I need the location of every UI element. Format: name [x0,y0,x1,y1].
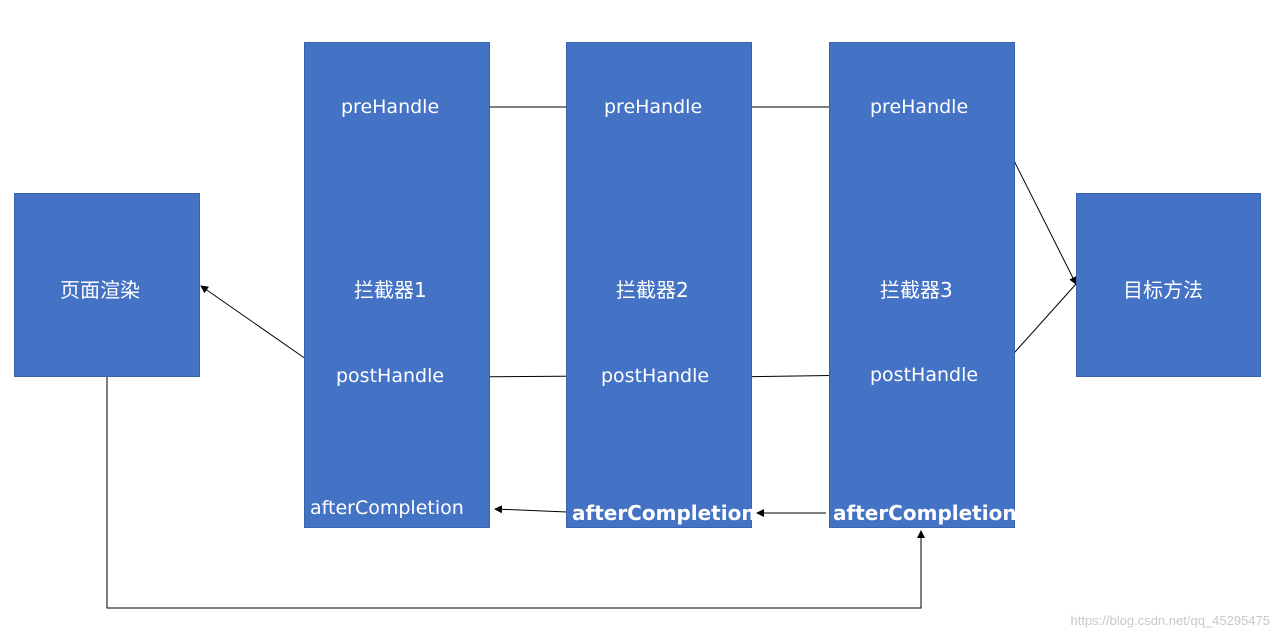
interceptor1-label: 拦截器1 [354,278,427,302]
render-box [14,193,200,377]
interceptor2-label: 拦截器2 [616,278,689,302]
target-label: 目标方法 [1123,278,1203,302]
interceptor2-box [566,42,752,528]
interceptor2-aftercompletion: afterCompletion [572,501,756,525]
interceptor2-posthandle: postHandle [601,365,710,387]
watermark: https://blog.csdn.net/qq_45295475 [1070,613,1271,628]
interceptor1-posthandle: postHandle [336,365,445,387]
interceptor3-prehandle: preHandle [870,96,969,118]
target-box [1076,193,1261,377]
interceptor1-box [304,42,490,528]
interceptor3-box [829,42,1015,528]
interceptor1-prehandle: preHandle [341,96,440,118]
arrow-after2-to-after1 [494,505,568,514]
interceptor3-aftercompletion: afterCompletion [833,501,1017,525]
interceptor3-posthandle: postHandle [870,364,979,386]
interceptor1-aftercompletion: afterCompletion [310,497,464,519]
render-label: 页面渲染 [60,278,140,302]
interceptor3-label: 拦截器3 [880,278,953,302]
interceptor2-prehandle: preHandle [604,96,703,118]
arrow-render-to-after3 [106,377,925,609]
